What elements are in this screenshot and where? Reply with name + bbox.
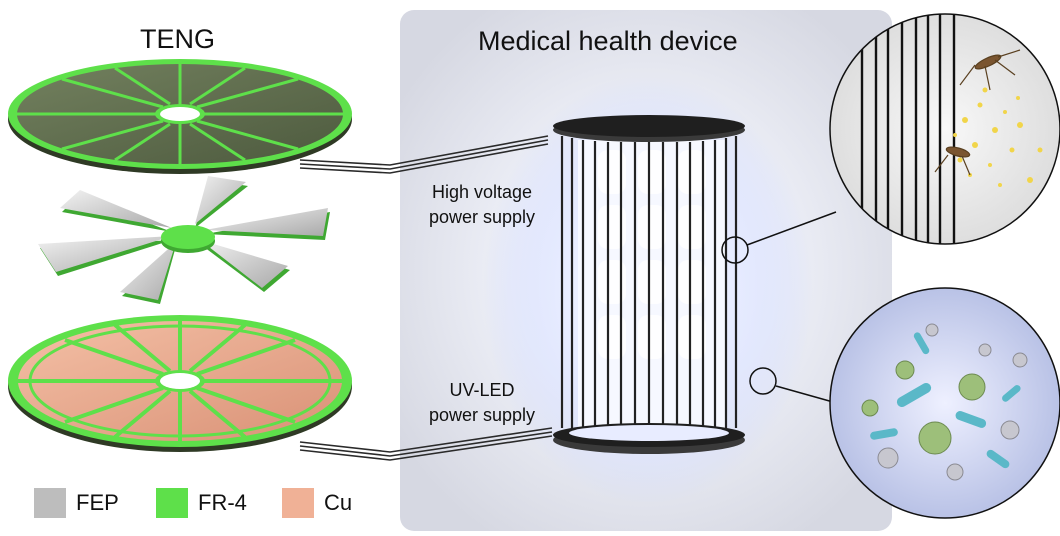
legend-swatch-fr4 xyxy=(156,488,188,518)
legend-label-fr4: FR-4 xyxy=(198,490,247,515)
wires-high-voltage xyxy=(299,135,549,174)
device-title: Medical health device xyxy=(478,26,738,56)
wires-uvled xyxy=(299,427,553,461)
caption-uvled-line2: power supply xyxy=(428,405,536,425)
teng-title: TENG xyxy=(140,24,216,54)
cage-device xyxy=(553,115,745,454)
callout-marker-top xyxy=(721,236,749,264)
legend-item-fep: FEP xyxy=(34,488,119,518)
callout-marker-bottom xyxy=(749,367,777,395)
caption-uvled-line1: UV-LED xyxy=(449,380,515,400)
legend-label-fep: FEP xyxy=(76,490,119,515)
legend-swatch-cu xyxy=(282,488,314,518)
zoom-bacteria xyxy=(829,287,1060,519)
caption-uvled: UV-LED power supply xyxy=(418,378,546,428)
rotor xyxy=(38,176,330,304)
caption-high-voltage: High voltage power supply xyxy=(418,180,546,230)
zoom-mosquito xyxy=(829,13,1060,245)
legend-label-cu: Cu xyxy=(324,490,353,515)
legend-item-cu: Cu xyxy=(282,488,352,518)
copper-disk xyxy=(8,315,352,452)
caption-high-voltage-line2: power supply xyxy=(428,207,536,227)
stator-disk xyxy=(8,59,352,174)
legend-item-fr4: FR-4 xyxy=(156,488,247,518)
caption-high-voltage-line1: High voltage xyxy=(431,182,533,202)
legend-swatch-fep xyxy=(34,488,66,518)
